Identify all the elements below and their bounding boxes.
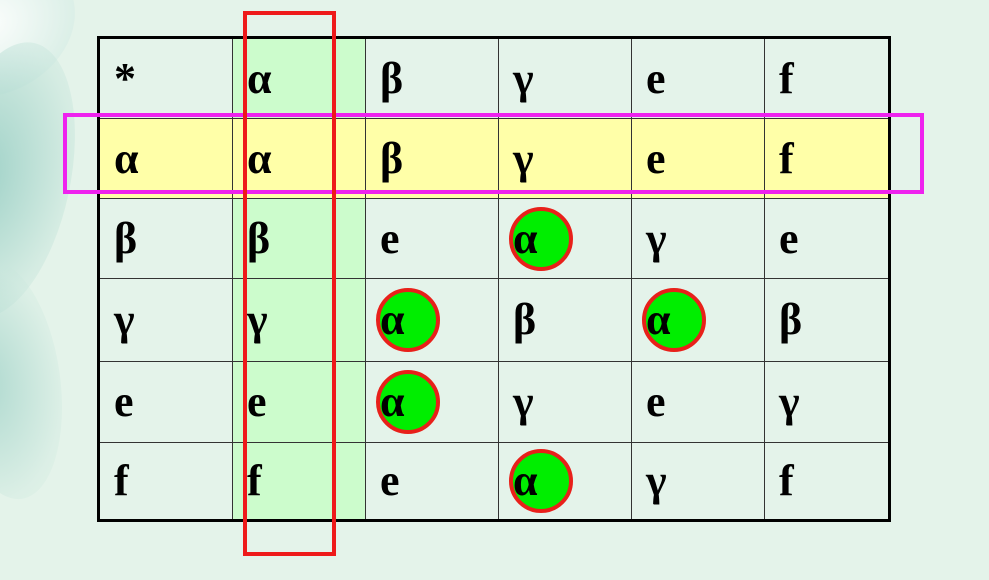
cell-value: γ [646, 213, 667, 263]
cell-value: γ [513, 377, 534, 426]
cell-value: β [114, 213, 138, 263]
cell-value: e [114, 377, 134, 426]
cell-value: γ [513, 53, 534, 103]
table-cell: γ [765, 362, 888, 443]
cell-value: f [247, 456, 262, 505]
row-header-cell: f [100, 443, 233, 519]
table-cell: f [765, 119, 888, 199]
table-cell: β [765, 279, 888, 362]
cell-value: f [779, 53, 794, 103]
header-cell: f [765, 39, 888, 119]
cell-value: β [380, 53, 404, 103]
cell-value: α [513, 213, 538, 263]
table-cell: e [632, 362, 765, 443]
background-petal [0, 0, 96, 113]
row-header-cell: e [100, 362, 233, 443]
background-petal [0, 29, 98, 331]
table-cell: e [366, 443, 499, 519]
cell-value: e [779, 213, 799, 263]
cell-value: α [646, 295, 671, 344]
cell-value: β [380, 133, 404, 183]
cell-value: e [646, 377, 666, 426]
table-cell: e [765, 199, 888, 279]
cell-value: f [779, 133, 794, 183]
row-header-cell: β [100, 199, 233, 279]
cell-value: α [513, 456, 538, 505]
table-cell: γ [632, 443, 765, 519]
table-cell: α [632, 279, 765, 362]
table-cell: γ [499, 362, 632, 443]
cell-value: β [779, 295, 803, 344]
table-cell: α [366, 279, 499, 362]
cell-value: e [646, 53, 666, 103]
circle-marker [376, 288, 440, 352]
circle-marker [642, 288, 706, 352]
circle-marker [376, 370, 440, 434]
cell-value: α [380, 295, 405, 344]
table-cell: f [233, 443, 366, 519]
cell-value: α [247, 53, 272, 103]
cell-value: f [114, 456, 129, 505]
table-cell: e [632, 119, 765, 199]
row-header-cell: α [100, 119, 233, 199]
table-cell: γ [499, 119, 632, 199]
cell-value: γ [779, 377, 800, 426]
table-cell: α [499, 199, 632, 279]
table-cell: β [233, 199, 366, 279]
cell-value: e [247, 377, 267, 426]
table-cell: α [366, 362, 499, 443]
cell-value: β [247, 213, 271, 263]
background-petal [0, 253, 77, 507]
table-cell: γ [233, 279, 366, 362]
header-cell: e [632, 39, 765, 119]
table-cell: e [233, 362, 366, 443]
table-cell: α [233, 119, 366, 199]
cell-value: * [114, 53, 136, 103]
header-cell: β [366, 39, 499, 119]
cell-value: e [380, 456, 400, 505]
header-cell: γ [499, 39, 632, 119]
table-cell: α [499, 443, 632, 519]
header-cell: α [233, 39, 366, 119]
cell-value: α [114, 133, 139, 183]
cell-value: γ [646, 456, 667, 505]
cell-value: e [380, 213, 400, 263]
cell-value: β [513, 295, 537, 344]
table-cell: β [499, 279, 632, 362]
cell-value: γ [247, 295, 268, 344]
header-cell: * [100, 39, 233, 119]
cell-value: γ [513, 133, 534, 183]
cell-value: f [779, 456, 794, 505]
table-cell: f [765, 443, 888, 519]
table-cell: γ [632, 199, 765, 279]
cell-value: γ [114, 295, 135, 344]
table-cell: β [366, 119, 499, 199]
cell-value: e [646, 133, 666, 183]
cell-value: α [380, 377, 405, 426]
row-header-cell: γ [100, 279, 233, 362]
circle-marker [509, 206, 573, 271]
table-cell: e [366, 199, 499, 279]
circle-marker [509, 449, 573, 513]
cell-value: α [247, 133, 272, 183]
